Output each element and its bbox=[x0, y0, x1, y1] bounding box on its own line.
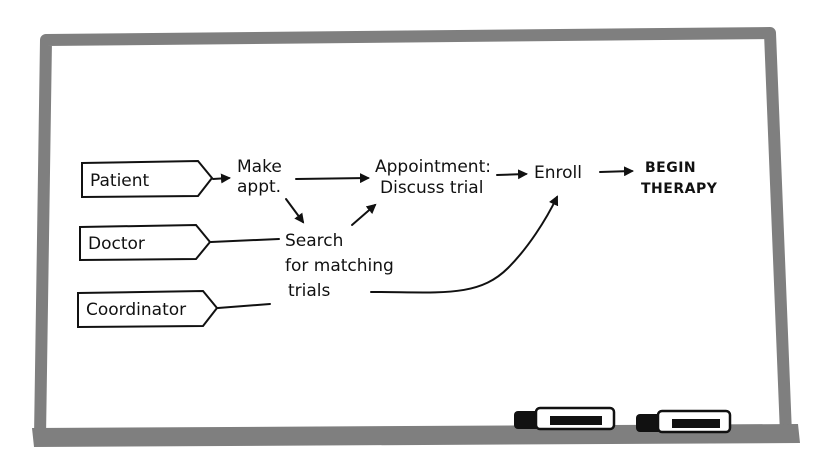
role-label-doctor: Doctor bbox=[88, 234, 145, 254]
line-doctor-to-search bbox=[210, 238, 280, 243]
step-search-line2: for matching bbox=[285, 256, 394, 276]
curve-search-to-enroll bbox=[370, 195, 559, 294]
role-tag-coordinator: Coordinator bbox=[77, 289, 219, 329]
step-begin-line1: BEGIN bbox=[645, 160, 696, 176]
connectors bbox=[210, 166, 634, 309]
arrow-make-appt-to-appointment bbox=[295, 173, 370, 184]
step-appointment-line2: Discuss trial bbox=[380, 178, 483, 198]
arrow-search-to-appointment bbox=[351, 203, 377, 226]
step-make-appt-line1: Make bbox=[237, 157, 282, 177]
step-begin-line2: THERAPY bbox=[641, 181, 718, 197]
step-appointment-line1: Appointment: bbox=[375, 157, 491, 177]
line-coordinator-to-search bbox=[217, 303, 271, 309]
role-tag-patient: Patient bbox=[81, 159, 214, 199]
whiteboard bbox=[32, 27, 800, 447]
step-search-line1: Search bbox=[285, 231, 343, 251]
arrow-enroll-to-begin bbox=[599, 166, 634, 177]
step-search-line3: trials bbox=[288, 281, 331, 301]
role-label-patient: Patient bbox=[90, 171, 150, 191]
marker-right bbox=[636, 409, 732, 434]
arrow-make-appt-to-search bbox=[285, 198, 305, 224]
marker-left bbox=[514, 406, 616, 431]
step-enroll: Enroll bbox=[534, 163, 582, 183]
arrow-patient-to-make-appt bbox=[212, 173, 231, 184]
role-tag-doctor: Doctor bbox=[79, 223, 212, 262]
role-label-coordinator: Coordinator bbox=[86, 300, 186, 320]
arrow-appointment-to-enroll bbox=[496, 169, 528, 180]
step-make-appt-line2: appt. bbox=[237, 177, 281, 197]
